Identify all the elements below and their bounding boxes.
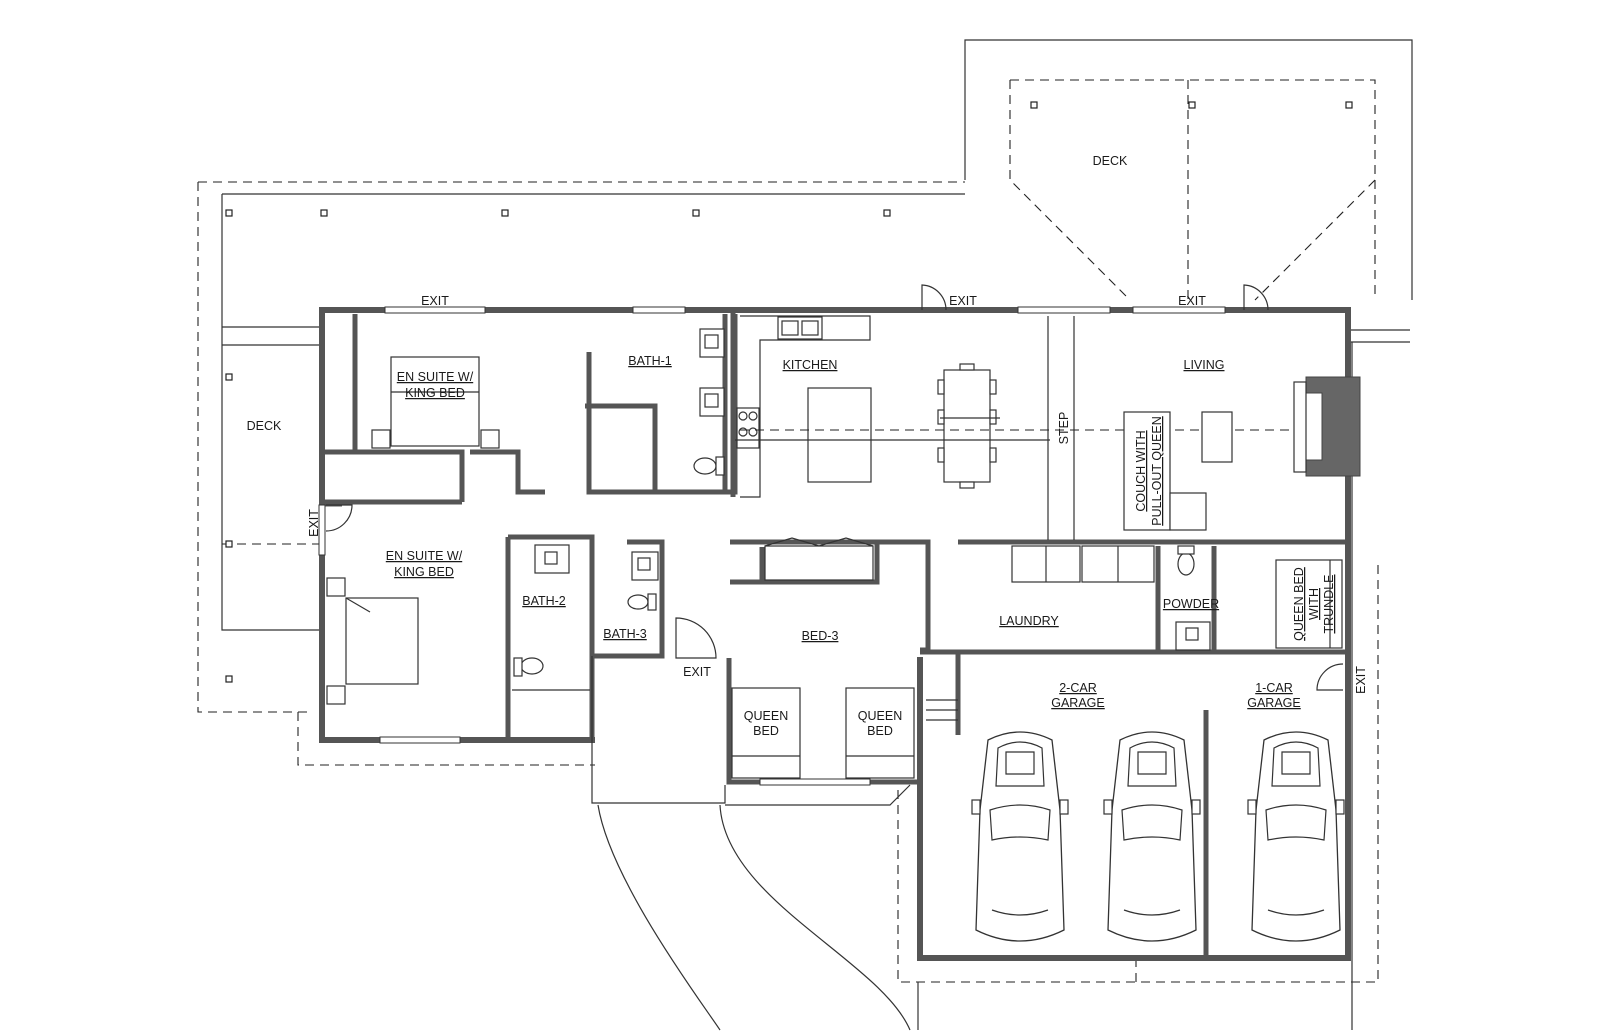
queen-bed-1-line1: QUEEN xyxy=(744,709,788,723)
suite-2-label-line1: EN SUITE W/ xyxy=(386,549,463,563)
kitchen-label: KITCHEN xyxy=(783,358,838,372)
exit-label-top-left: EXIT xyxy=(421,294,449,308)
windows xyxy=(318,306,1226,786)
fixtures xyxy=(326,315,1361,1031)
step-label: STEP xyxy=(1057,412,1071,445)
couch-label-line2: PULL-OUT QUEEN xyxy=(1150,416,1164,526)
room-labels: DECK DECK EXIT EXIT EXIT EXIT EXIT EXIT … xyxy=(247,154,1368,738)
living-label: LIVING xyxy=(1184,358,1225,372)
bed-3-label: BED-3 xyxy=(802,629,839,643)
exit-label-front: EXIT xyxy=(683,665,711,679)
deck-left-label: DECK xyxy=(247,419,282,433)
queen-bed-1-line2: BED xyxy=(753,724,779,738)
trundle-label-line3: TRUNDLE xyxy=(1322,574,1336,633)
couch-label-line1: COUCH WITH xyxy=(1134,430,1148,511)
queen-bed-2-line2: BED xyxy=(867,724,893,738)
exit-label-top-right: EXIT xyxy=(1178,294,1206,308)
trundle-label-line1: QUEEN BED xyxy=(1292,567,1306,641)
bath-2-label: BATH-2 xyxy=(522,594,566,608)
suite-1-label-line1: EN SUITE W/ xyxy=(397,370,474,384)
garage-1-label-line1: 1-CAR xyxy=(1255,681,1293,695)
suite-2-label-line2: KING BED xyxy=(394,565,454,579)
trundle-label-line2: WITH xyxy=(1307,588,1321,620)
garage-2-label-line2: GARAGE xyxy=(1051,696,1105,710)
garage-2-label-line1: 2-CAR xyxy=(1059,681,1097,695)
queen-bed-2-line1: QUEEN xyxy=(858,709,902,723)
suite-1-label-line2: KING BED xyxy=(405,386,465,400)
deck-outlines xyxy=(197,39,1413,1030)
exit-label-right: EXIT xyxy=(1354,666,1368,694)
interior-walls xyxy=(322,312,1348,958)
garage-cars xyxy=(971,731,1345,942)
exit-label-top-middle: EXIT xyxy=(949,294,977,308)
garage-1-label-line2: GARAGE xyxy=(1247,696,1301,710)
exit-label-left: EXIT xyxy=(307,509,321,537)
deck-top-label: DECK xyxy=(1093,154,1128,168)
bath-3-label: BATH-3 xyxy=(603,627,647,641)
bath-1-label: BATH-1 xyxy=(628,354,672,368)
powder-label: POWDER xyxy=(1163,597,1219,611)
laundry-label: LAUNDRY xyxy=(999,614,1059,628)
door-swings xyxy=(325,284,1344,691)
deck-posts xyxy=(225,101,1353,683)
